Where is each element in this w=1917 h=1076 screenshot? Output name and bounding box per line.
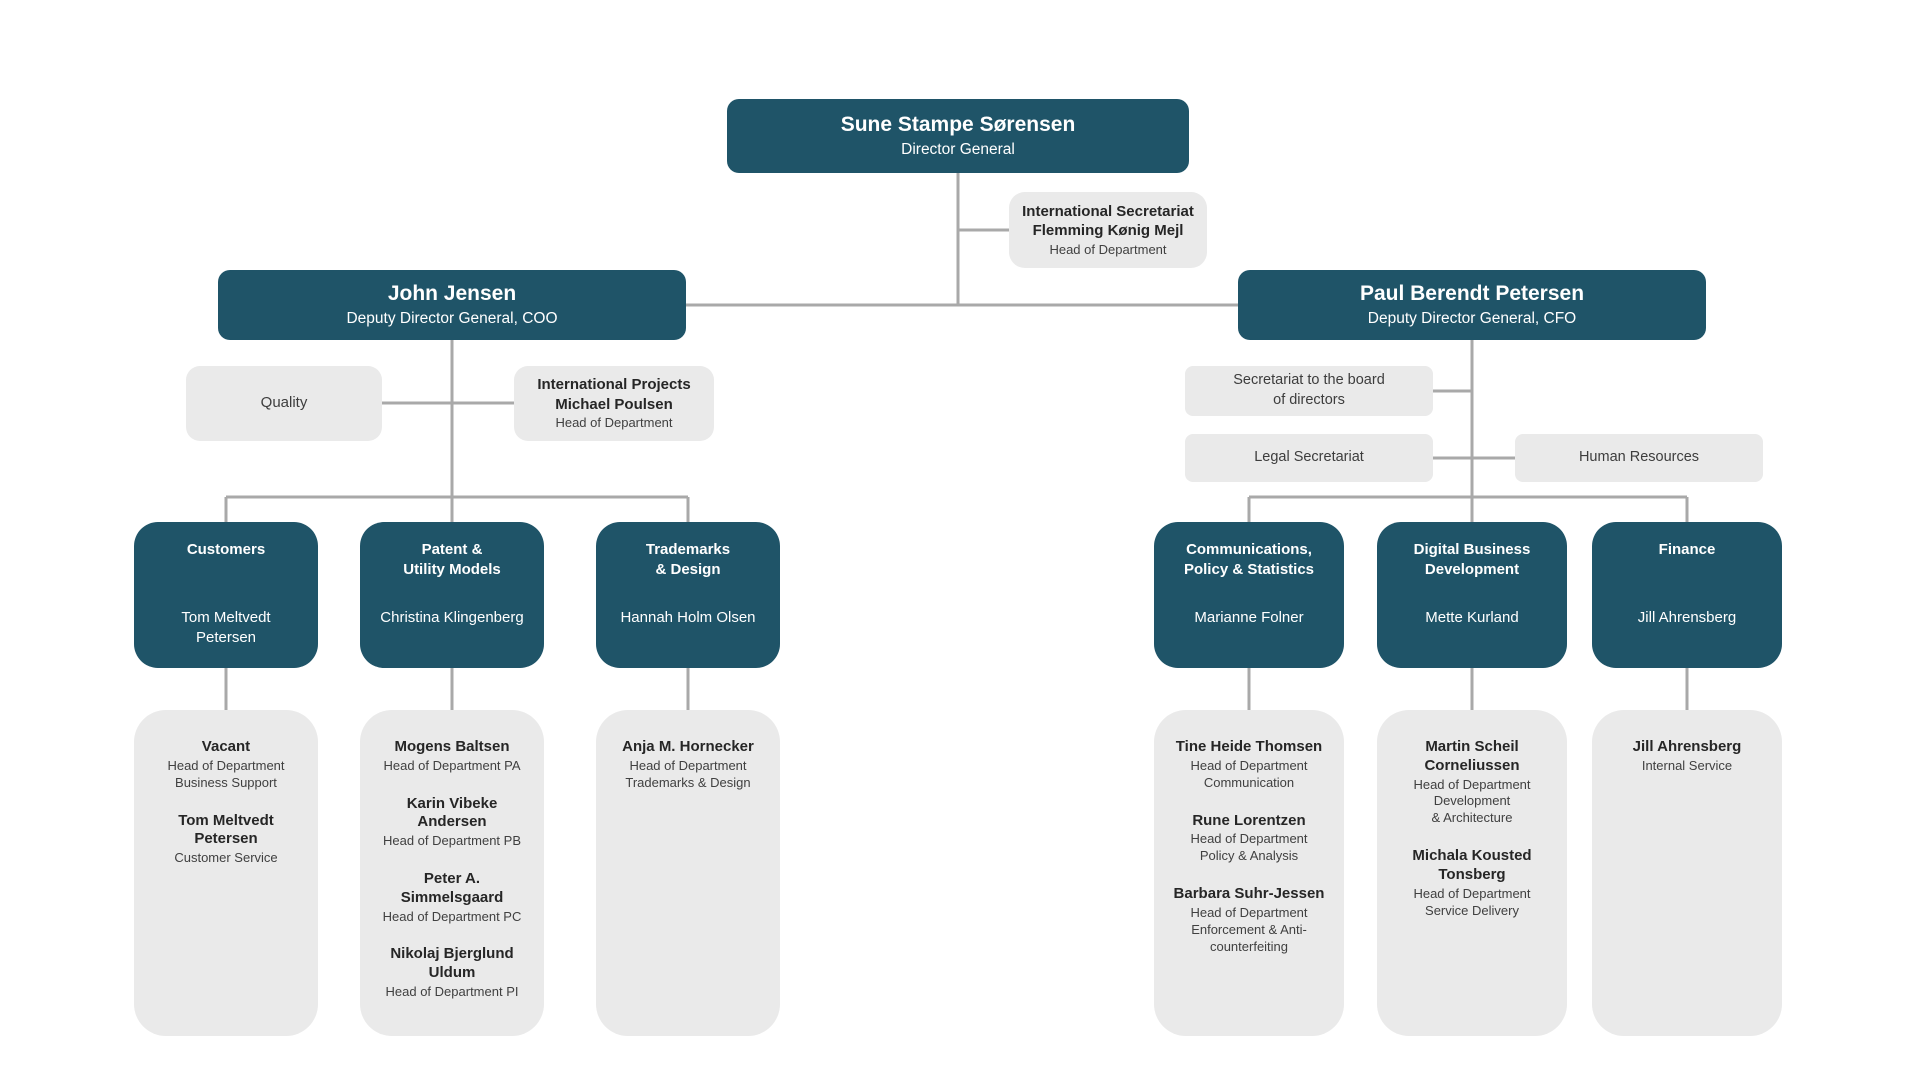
node-department-customers: Customers Tom Meltvedt Petersen [134,522,318,668]
node-deputy-director-cfo: Paul Berendt Petersen Deputy Director Ge… [1238,270,1706,340]
quality-label: Quality [260,394,308,412]
node-quality: Quality [186,366,382,441]
deputy-coo-title: Deputy Director General, COO [346,310,558,328]
staff-member-name: Vacant [201,738,251,755]
staff-member-detail: Head of Department PB [382,833,522,849]
staff-member-name: Michala Kousted Tonsberg [1412,847,1532,883]
staff-member-detail: Head of Department Service Delivery [1413,885,1531,918]
node-department-patent-utility-models: Patent & Utility Models Christina Klinge… [360,522,544,668]
staff-member-detail: Head of Department PA [383,757,521,773]
staff-member-detail: Head of Department PC [382,908,522,924]
staff-member-name: Peter A. Simmelsgaard [400,870,504,906]
deputy-cfo-title: Deputy Director General, CFO [1367,310,1577,328]
legal-secretariat-label: Legal Secretariat [1254,449,1364,466]
international-secretariat-label: International Secretariat [1022,202,1194,220]
department-title: Trademarks & Design [645,541,731,578]
department-title: Finance [1658,541,1716,558]
department-head-name: Jill Ahrensberg [1637,609,1737,626]
staff-member-detail: Head of Department PI [385,983,519,999]
staff-member-detail: Head of Department Communication [1190,757,1308,790]
staff-member-name: Tine Heide Thomsen [1175,738,1323,755]
department-head-name: Christina Klingenberg [380,609,524,626]
staff-member-detail: Head of Department Development & Archite… [1413,776,1531,826]
node-department-trademarks-design: Trademarks & Design Hannah Holm Olsen [596,522,780,668]
staff-member-detail: Internal Service [1641,757,1733,773]
staff-member-name: Barbara Suhr-Jessen [1173,885,1325,903]
node-department-communications-policy-statistics: Communications, Policy & Statistics Mari… [1154,522,1344,668]
international-secretariat-head-name: Flemming Kønig Mejl [1032,222,1184,240]
department-title: Patent & Utility Models [403,541,501,578]
department-head-name: Tom Meltvedt Petersen [181,609,271,646]
human-resources-label: Human Resources [1578,449,1700,466]
node-human-resources: Human Resources [1515,434,1763,482]
staff-member-name: Anja M. Hornecker [622,738,754,755]
node-director-general: Sune Stampe Sørensen Director General [727,99,1189,173]
department-head-name: Hannah Holm Olsen [620,609,756,626]
deputy-cfo-name: Paul Berendt Petersen [1359,281,1585,305]
staff-member-name: Nikolaj Bjerglund Uldum [390,945,514,982]
department-title: Digital Business Development [1413,541,1531,578]
node-secretariat-board: Secretariat to the board of directors [1185,366,1433,416]
international-projects-head-name: Michael Poulsen [555,395,673,413]
staff-member-name: Mogens Baltsen [394,738,510,755]
node-department-digital-business-development: Digital Business Development Mette Kurla… [1377,522,1567,668]
staff-member-name: Jill Ahrensberg [1632,738,1742,755]
deputy-coo-name: John Jensen [387,281,517,305]
department-title: Customers [186,541,266,558]
staff-member-detail: Head of Department Business Support [167,757,285,790]
international-projects-role: Head of Department [555,415,673,431]
department-title: Communications, Policy & Statistics [1183,541,1315,578]
node-international-projects: International Projects Michael Poulsen H… [514,366,714,441]
node-international-secretariat: International Secretariat Flemming Kønig… [1009,192,1207,268]
international-projects-label: International Projects [537,376,691,394]
staff-member-detail: Customer Service [174,850,278,866]
staff-member-detail: Head of Department Policy & Analysis [1190,831,1308,864]
node-department-finance: Finance Jill Ahrensberg [1592,522,1782,668]
node-deputy-director-coo: John Jensen Deputy Director General, COO [218,270,686,340]
staff-member-detail: Head of Department Enforcement & Anti- c… [1190,904,1308,954]
department-head-name: Mette Kurland [1425,609,1519,626]
international-secretariat-role: Head of Department [1049,241,1167,257]
staff-member-name: Martin Scheil Corneliussen [1424,738,1520,774]
staff-member-name: Karin Vibeke Andersen [406,794,498,831]
director-name: Sune Stampe Sørensen [840,112,1076,136]
staff-member-name: Rune Lorentzen [1192,811,1306,829]
node-legal-secretariat: Legal Secretariat [1185,434,1433,482]
staff-member-name: Tom Meltvedt Petersen [178,811,274,848]
department-head-name: Marianne Folner [1194,609,1304,626]
secretariat-board-label: Secretariat to the board of directors [1233,372,1385,408]
director-title: Director General [901,141,1015,159]
staff-member-detail: Head of Department Trademarks & Design [625,757,751,790]
